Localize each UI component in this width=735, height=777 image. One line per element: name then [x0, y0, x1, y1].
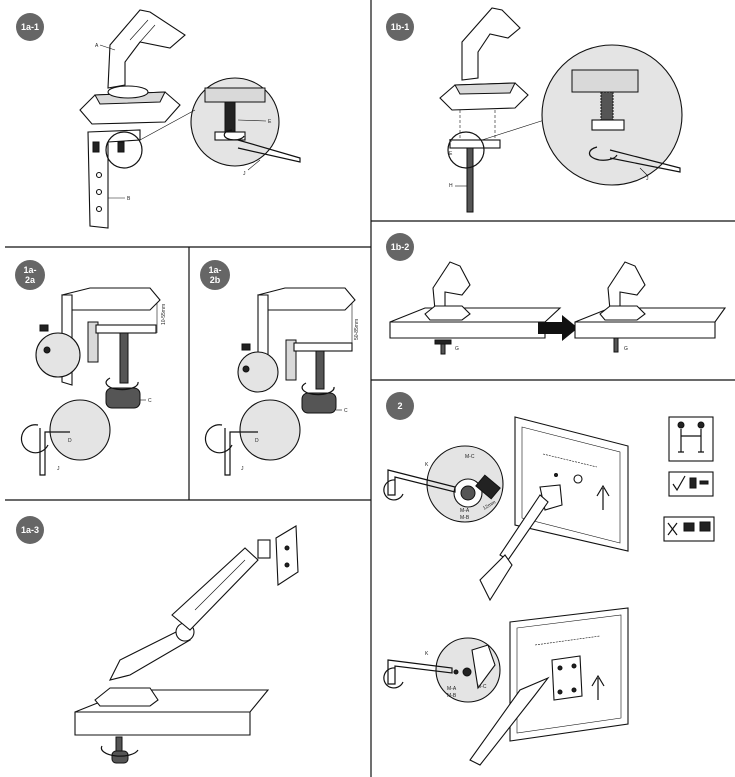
svg-text:B: B — [127, 196, 131, 202]
svg-text:J: J — [241, 466, 244, 472]
two-person-lift-icon — [668, 416, 714, 462]
step-1b-2: 1b-2 G G — [386, 233, 727, 355]
svg-text:J: J — [243, 171, 246, 177]
step-1a-2b: 1a- 2b 50-85mm C D J — [200, 260, 360, 476]
svg-text:M-C: M-C — [465, 454, 475, 460]
step-number: 1b-1 — [391, 22, 410, 32]
svg-text:C: C — [344, 408, 348, 414]
step-badge: 1a- 2a — [15, 260, 45, 290]
step-badge: 1a-3 — [16, 516, 44, 544]
step-number: 1b-2 — [391, 242, 410, 252]
step-badge: 2 — [386, 392, 414, 420]
step-number: 2 — [397, 401, 402, 411]
step-1a-2a: 1a- 2a 10-55mm C D J — [15, 260, 167, 476]
step-1a-3: 1a-3 — [16, 516, 299, 764]
svg-text:J: J — [646, 176, 649, 182]
step-number: 1a-3 — [21, 525, 39, 535]
step-badge: 1b-2 — [386, 233, 414, 261]
svg-text:M-C: M-C — [477, 684, 487, 690]
svg-text:G: G — [624, 346, 628, 352]
step-1b-1: 1b-1 F E H J — [386, 7, 683, 213]
svg-text:50-85mm: 50-85mm — [354, 319, 360, 340]
step-number-bottom: 2a — [25, 275, 36, 285]
svg-text:M-B: M-B — [447, 693, 457, 699]
step-number-bottom: 2b — [210, 275, 221, 285]
svg-text:K: K — [425, 462, 429, 468]
panel-dividers — [5, 0, 735, 777]
svg-text:A: A — [95, 43, 99, 49]
svg-text:E: E — [449, 151, 453, 157]
svg-text:J: J — [57, 466, 60, 472]
svg-text:F: F — [449, 139, 452, 145]
svg-text:10-55mm: 10-55mm — [161, 304, 167, 325]
step-badge: 1b-1 — [386, 13, 414, 41]
step-1a-1: 1a-1 A B E J — [16, 9, 301, 229]
step-number-top: 1a- — [208, 265, 221, 275]
svg-text:M-A: M-A — [460, 508, 470, 514]
correct-screw-icon — [668, 471, 714, 497]
svg-text:D: D — [68, 438, 72, 444]
svg-text:M-B: M-B — [460, 515, 470, 521]
svg-text:G: G — [455, 346, 459, 352]
svg-text:E: E — [268, 119, 272, 125]
svg-text:C: C — [148, 398, 152, 404]
svg-text:D: D — [255, 438, 259, 444]
step-number: 1a-1 — [21, 22, 39, 32]
step-badge: 1a- 2b — [200, 260, 230, 290]
svg-text:M-A: M-A — [447, 686, 457, 692]
svg-text:K: K — [425, 651, 429, 657]
step-2: 2 — [383, 392, 715, 766]
step-number-top: 1a- — [23, 265, 36, 275]
svg-text:H: H — [449, 183, 453, 189]
incorrect-screw-icon — [663, 516, 715, 542]
step-badge: 1a-1 — [16, 13, 44, 41]
